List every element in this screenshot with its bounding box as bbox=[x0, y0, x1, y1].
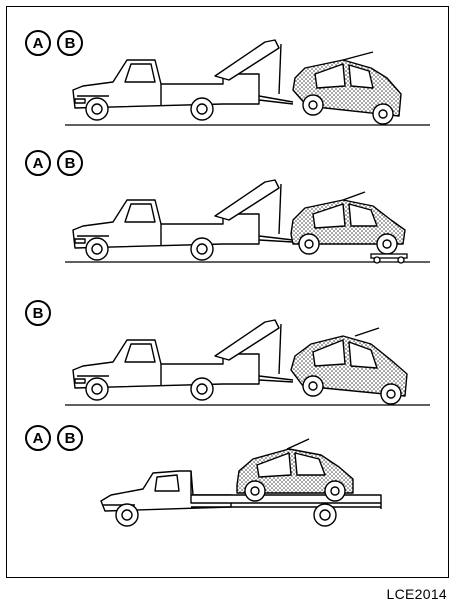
towed-car bbox=[293, 52, 401, 124]
towed-car bbox=[291, 328, 407, 404]
towing-panel-3: B bbox=[25, 300, 445, 420]
carried-car bbox=[237, 439, 353, 501]
tow-truck bbox=[73, 320, 293, 400]
towing-panel-1: A B bbox=[25, 30, 445, 150]
towed-car bbox=[291, 192, 405, 254]
flatbed-truck-illustration bbox=[25, 425, 445, 535]
tow-truck-rear-lift-illustration bbox=[25, 300, 445, 410]
tow-truck bbox=[73, 40, 293, 120]
tow-truck-wheel-lift-illustration bbox=[25, 30, 445, 130]
tow-truck-dolly-illustration bbox=[25, 150, 445, 260]
towing-panel-4: A B bbox=[25, 425, 445, 545]
figure-code: LCE2014 bbox=[387, 586, 447, 602]
towing-panel-2: A B bbox=[25, 150, 445, 270]
tow-truck bbox=[73, 180, 293, 260]
